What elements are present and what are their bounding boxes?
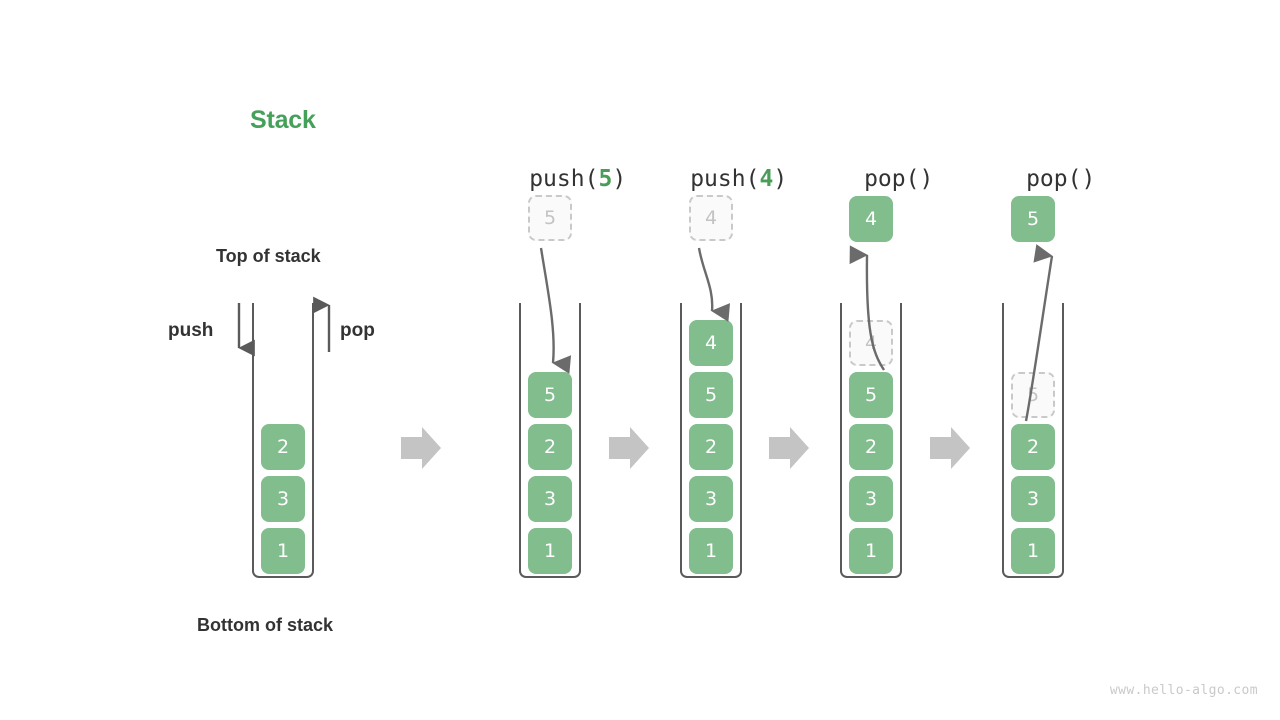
popped-cell: 5 [1011,196,1055,242]
stack-cells: 5 2 3 1 [528,372,572,574]
header-prefix: pop() [1026,166,1096,192]
stack-column-push-5: 5 5 2 3 1 [450,0,650,720]
column-header-pop-1: pop() [771,140,971,218]
stack-cell: 3 [528,476,572,522]
header-suffix: ) [612,166,627,192]
stack-column-pop-2: 5 5 2 3 1 [933,0,1133,720]
stack-cell: 1 [261,528,305,574]
popped-element: 5 [1011,196,1055,242]
ghost-cell: 5 [528,195,572,241]
stack-cells: 5 2 3 1 [1011,372,1055,574]
header-prefix: push( [690,166,760,192]
stack-container [252,303,314,578]
stack-cell: 2 [261,424,305,470]
ghost-cell: 5 [1011,372,1055,418]
stack-cell: 4 [689,320,733,366]
incoming-element: 5 [528,195,572,241]
ghost-cell: 4 [849,320,893,366]
stack-cells: 4 5 2 3 1 [689,320,733,574]
stack-cell: 2 [689,424,733,470]
stack-cell: 3 [1011,476,1055,522]
stack-cell: 5 [849,372,893,418]
stack-cells: 4 5 2 3 1 [849,320,893,574]
incoming-element: 4 [689,195,733,241]
stack-cell: 3 [261,476,305,522]
pop-label: pop [340,320,375,341]
bottom-of-stack-label: Bottom of stack [197,615,334,635]
top-of-stack-label: Top of stack [216,246,321,266]
stack-cell: 2 [849,424,893,470]
stack-column-push-4: 4 4 5 2 3 1 [611,0,811,720]
push-label: push [168,320,214,341]
stack-container [680,303,742,578]
stack-cells: 2 3 1 [261,424,305,574]
popped-element: 4 [849,196,893,242]
stack-container [840,303,902,578]
watermark: www.hello-algo.com [1109,683,1258,698]
stack-cell: 5 [689,372,733,418]
stack-cell: 5 [528,372,572,418]
stack-container [1002,303,1064,578]
stack-column-pop-1: 4 4 5 2 3 1 [771,0,971,720]
header-prefix: push( [529,166,599,192]
stack-cell: 1 [1011,528,1055,574]
header-arg: 5 [598,166,613,192]
stack-cell: 2 [528,424,572,470]
stack-cell: 1 [689,528,733,574]
stack-column-initial: 2 3 1 [183,0,383,720]
column-header-pop-2: pop() [933,140,1133,218]
header-suffix: ) [773,166,788,192]
page-title: Stack [250,106,316,134]
header-prefix: pop() [864,166,934,192]
ghost-cell: 4 [689,195,733,241]
column-header-push-4: push(4) [611,140,811,218]
stack-cell: 1 [528,528,572,574]
stack-cell: 3 [849,476,893,522]
column-header-push-5: push(5) [450,140,650,218]
step-arrow [401,427,441,469]
stack-container [519,303,581,578]
stack-cell: 2 [1011,424,1055,470]
popped-cell: 4 [849,196,893,242]
stack-cell: 3 [689,476,733,522]
stack-cell: 1 [849,528,893,574]
header-arg: 4 [759,166,774,192]
